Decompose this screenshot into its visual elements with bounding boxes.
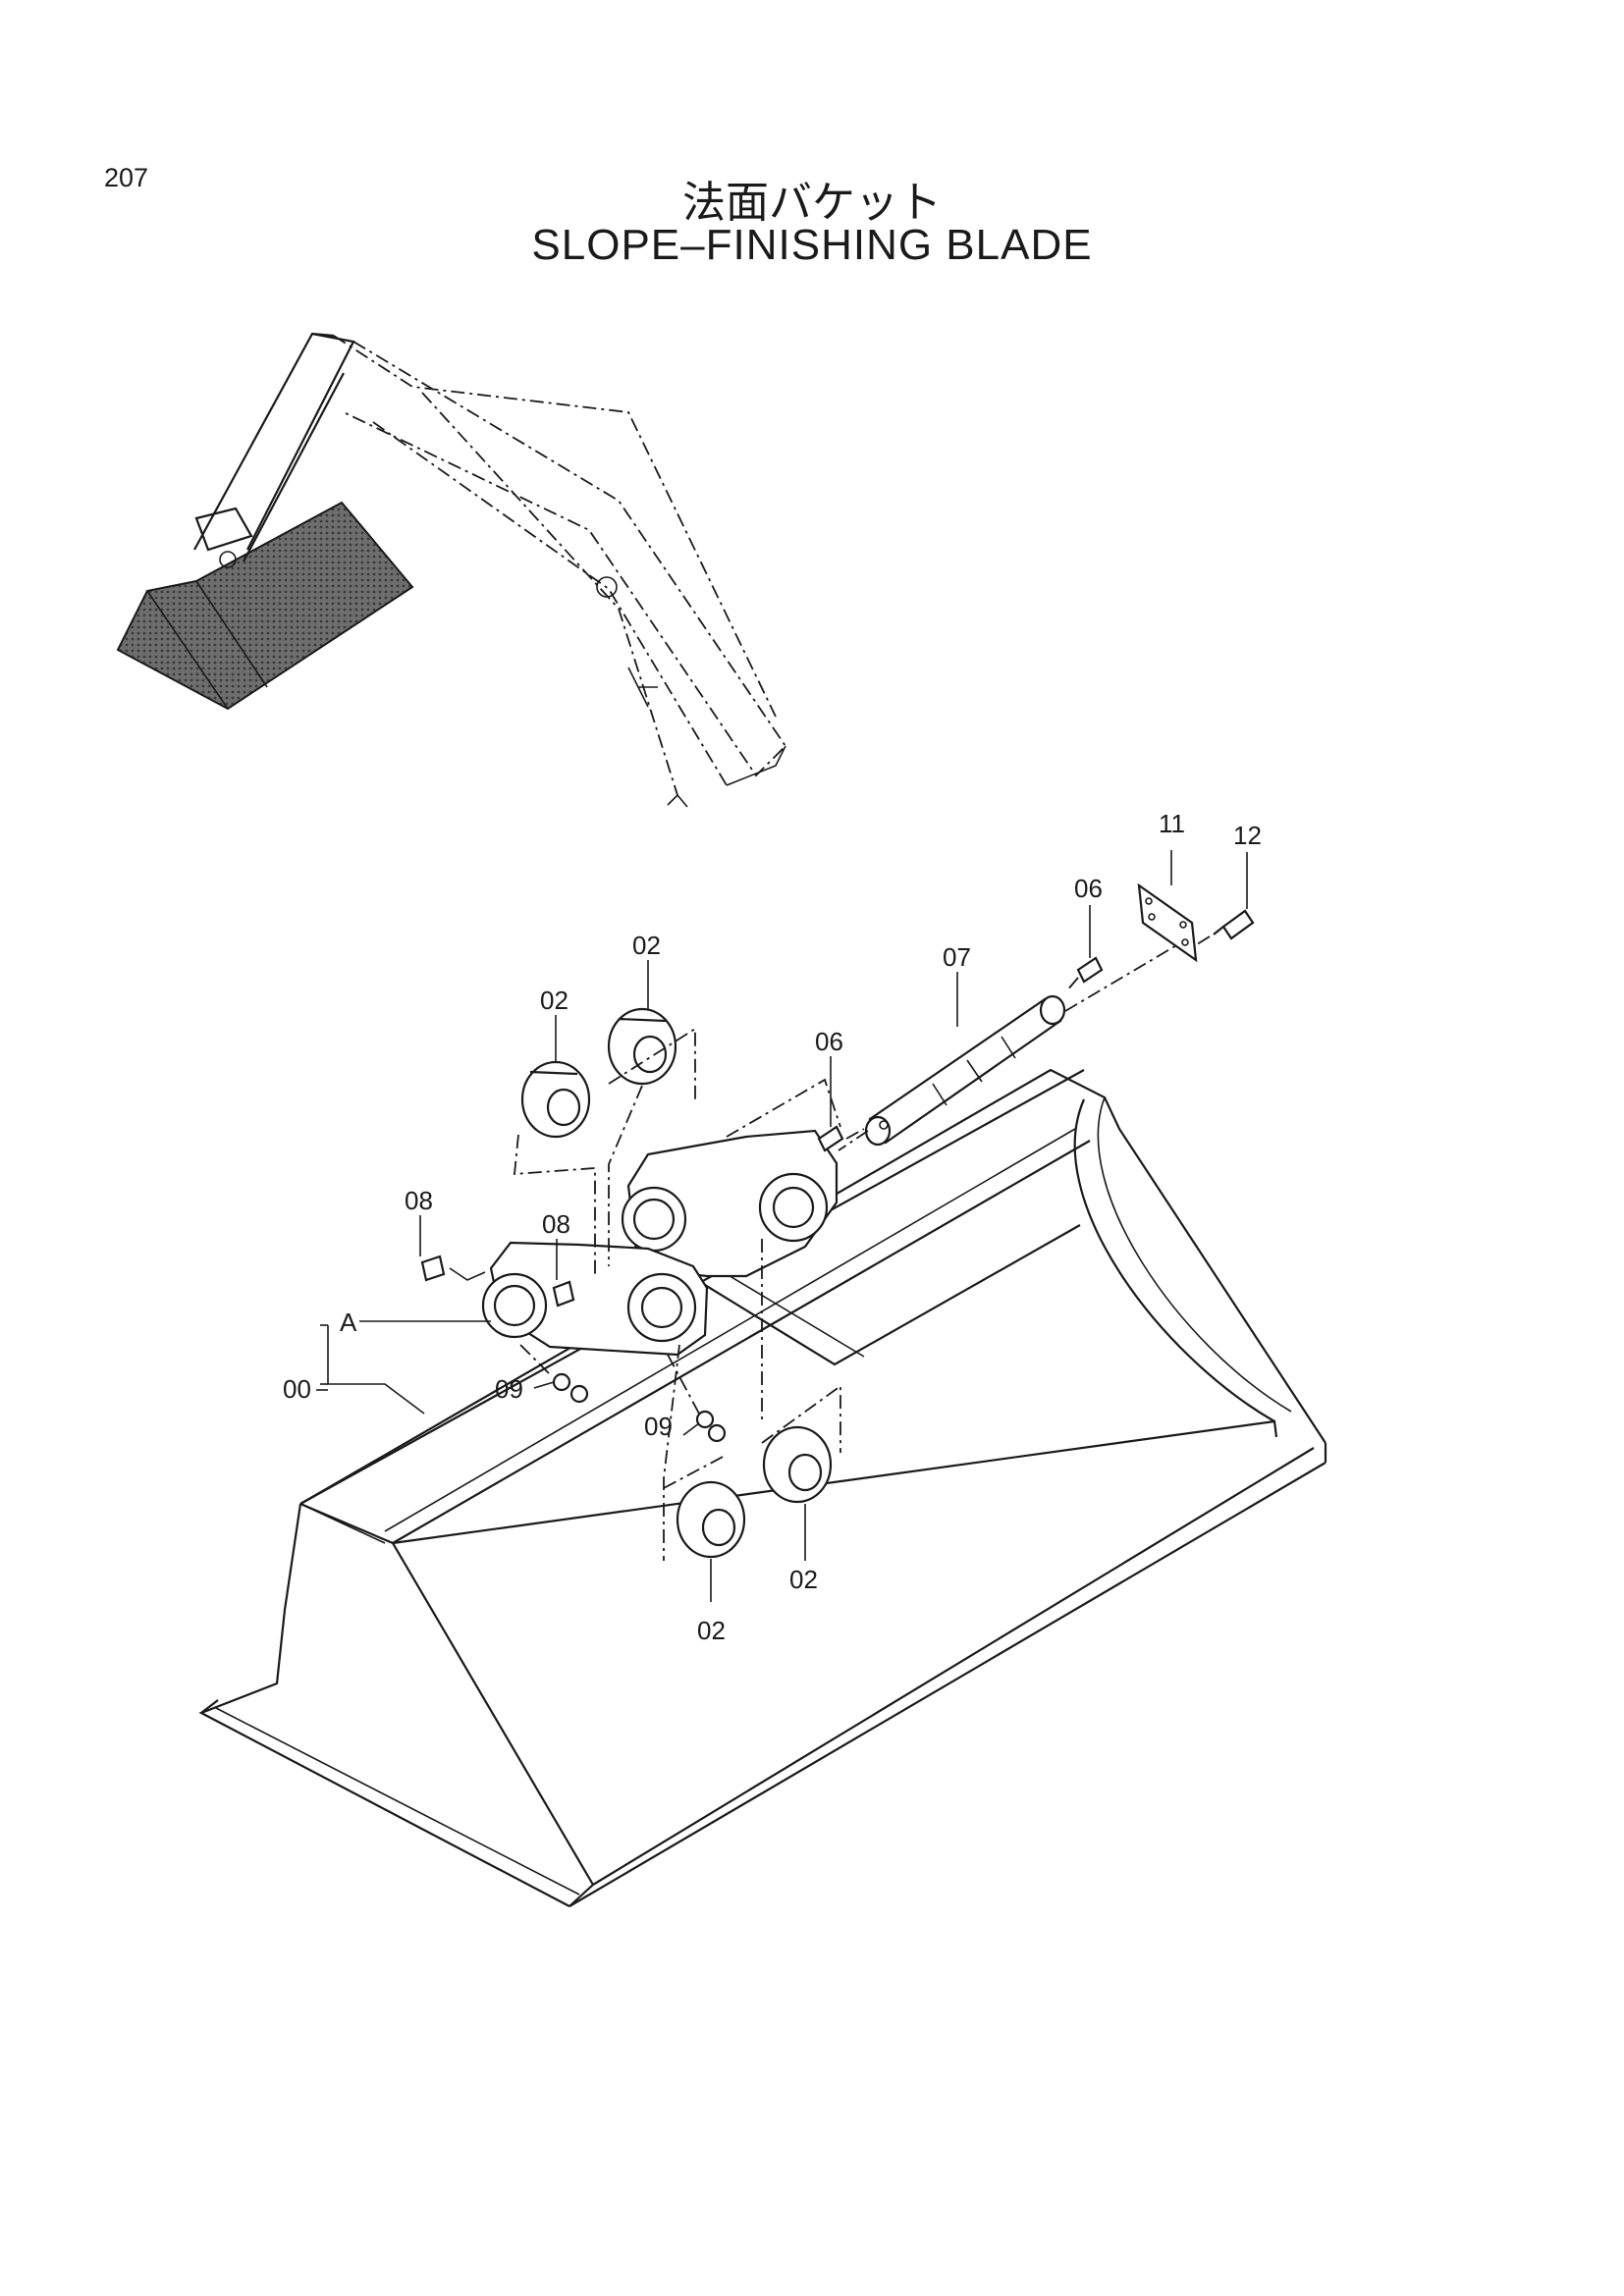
bushing-02-lower-right [762,1425,833,1504]
shaded-bucket [116,501,414,711]
cover-plate-11 [1137,882,1198,963]
callout-09-left: 09 [495,1374,523,1404]
bucket-assembly [198,1068,1327,1907]
page-number: 207 [104,163,149,192]
callout-12: 12 [1233,821,1262,850]
bolt-08-center [552,1280,575,1308]
mounting-brackets [481,1129,839,1357]
bushing-02-lower-left [676,1480,746,1559]
callout-11: 11 [1159,809,1185,838]
callout-02-upper-right: 02 [632,931,661,960]
callout-08-left: 08 [405,1186,433,1215]
bolt-12 [1193,909,1255,947]
grease-fitting-06-lower [817,1125,844,1152]
callout-08-center: 08 [542,1209,570,1239]
callout-A: A [340,1308,357,1337]
grease-fitting-06-upper [1065,956,1104,992]
excavator-arm-illustration [116,332,787,808]
nut-09-left [552,1372,589,1404]
leader-lines [316,850,1248,1602]
callout-02-lower-right: 02 [789,1565,818,1594]
callout-02-upper-left: 02 [540,986,568,1015]
callout-07: 07 [943,942,971,972]
callout-labels: 11 12 06 07 06 02 02 08 08 A 00 09 09 02… [283,809,1262,1645]
bushing-02-upper-right [607,1007,677,1086]
callout-00: 00 [283,1374,311,1404]
bolt-08-left [420,1255,446,1282]
nut-09-right [695,1410,727,1443]
bushing-02-upper-left [520,1060,591,1139]
pin-07 [838,943,1179,1151]
page-title: SLOPE–FINISHING BLADE [531,221,1093,269]
callout-06-upper: 06 [1074,874,1103,903]
callout-09-right: 09 [644,1412,673,1441]
callout-06-lower: 06 [815,1027,843,1056]
page-title-japanese: 法面バケット [682,178,942,228]
assembly-lines [513,1027,865,1561]
callout-02-lower-left: 02 [697,1616,726,1645]
